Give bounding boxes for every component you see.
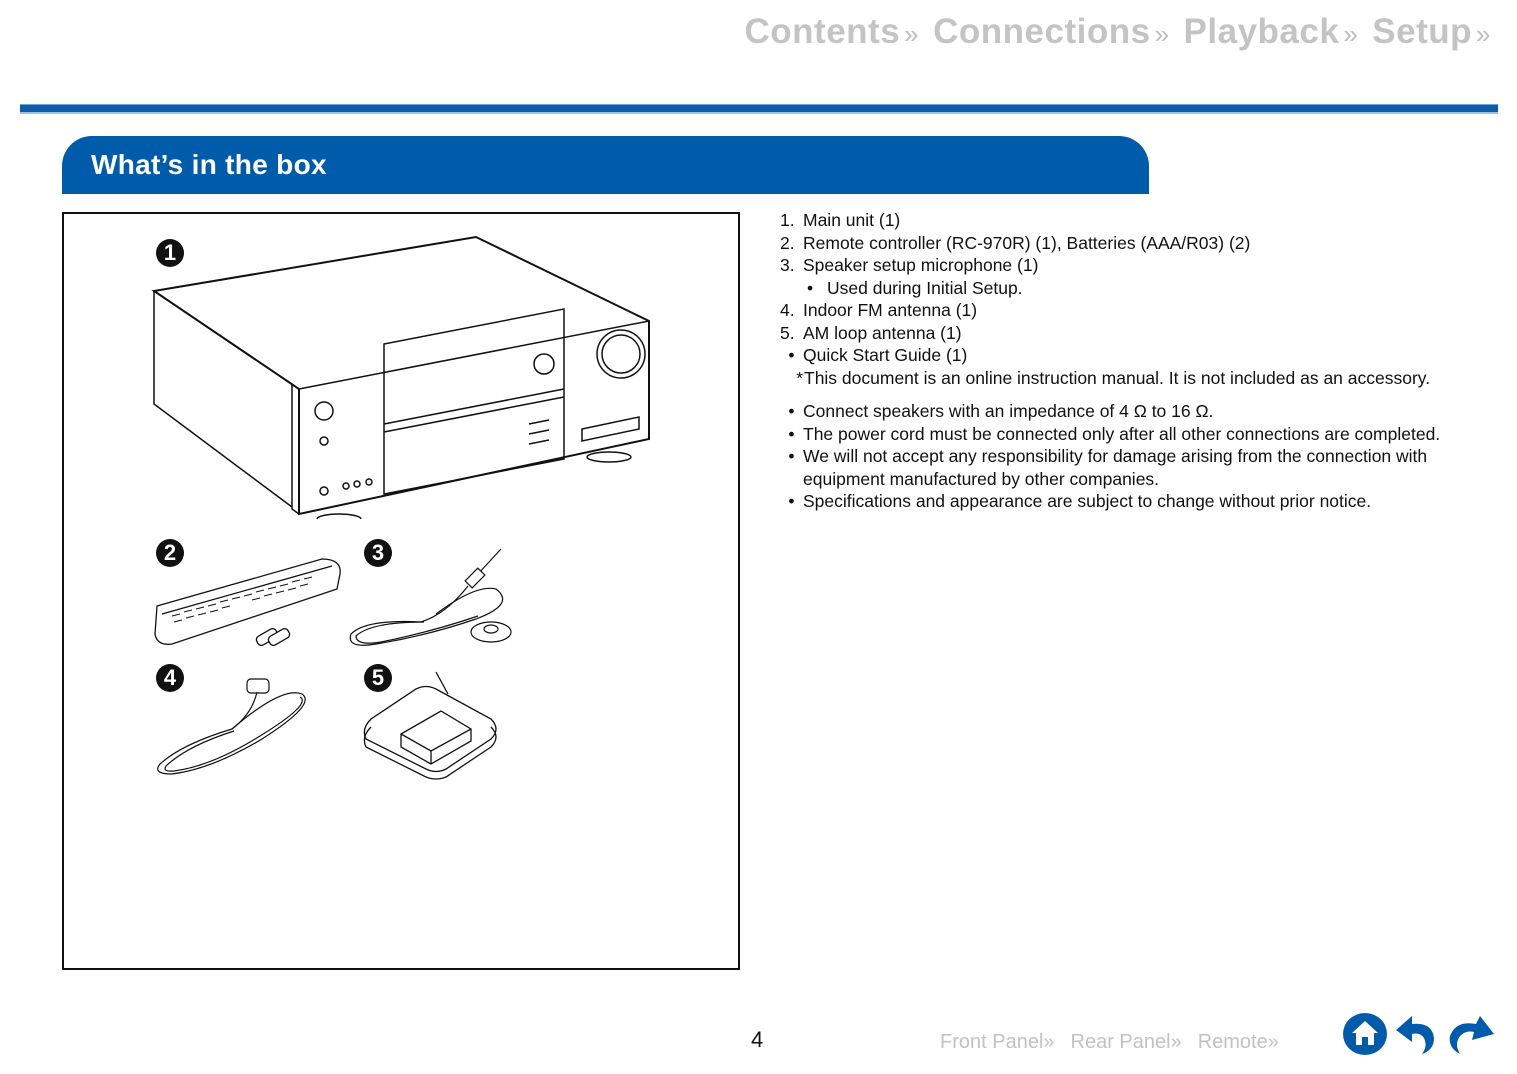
remote-controller-illustration: [154, 558, 341, 647]
am-loop-antenna-illustration: [363, 671, 497, 780]
bullet-icon: •: [788, 401, 795, 421]
header-divider: [20, 104, 1498, 114]
footnote: *This document is an online instruction …: [780, 367, 1470, 390]
bullet-icon: •: [788, 491, 795, 511]
nav-label: Remote: [1197, 1031, 1268, 1053]
badge-4: 4: [156, 664, 184, 692]
list-text: Quick Start Guide (1): [803, 345, 968, 365]
indoor-fm-antenna-illustration: [157, 678, 306, 775]
list-item: 1. Main unit (1): [780, 209, 1470, 232]
chevron-right-icon: »: [1343, 19, 1359, 49]
bullet-icon: •: [788, 446, 795, 466]
list-item: 3. Speaker setup microphone (1): [780, 254, 1470, 277]
contents-list: 1. Main unit (1) 2. Remote controller (RC-…: [780, 209, 1470, 513]
list-item: 4. Indoor FM antenna (1): [780, 299, 1470, 322]
note-text: Connect speakers with an impedance of 4 …: [803, 401, 1214, 421]
list-item: • Quick Start Guide (1): [780, 344, 1470, 367]
chevron-right-icon: »: [1170, 1031, 1182, 1053]
list-text: Main unit (1): [803, 210, 901, 230]
back-icon[interactable]: [1394, 1012, 1440, 1056]
list-marker: 5.: [780, 322, 795, 343]
top-navigation: Contents» Connections» Playback» Setup»: [745, 12, 1492, 52]
nav-contents[interactable]: Contents»: [745, 12, 920, 52]
bullet-icon: •: [788, 423, 795, 444]
list-text: Remote controller (RC-970R) (1), Batteri…: [803, 232, 1251, 253]
badge-1: 1: [156, 239, 184, 267]
nav-label: Contents: [744, 12, 901, 51]
note-item: • We will not accept any responsibility f…: [780, 445, 1470, 490]
speaker-setup-microphone-illustration: [349, 548, 512, 646]
chevron-right-icon: »: [904, 19, 920, 49]
badge-2: 2: [156, 539, 184, 567]
box-contents-figure: 1 2 3 4 5: [62, 212, 740, 970]
list-text: Used during Initial Setup.: [827, 277, 1023, 298]
footer-icons: [1342, 1012, 1496, 1056]
nav-setup[interactable]: Setup»: [1372, 12, 1491, 52]
asterisk-marker: *: [796, 367, 803, 388]
footer-navigation: Front Panel» Rear Panel» Remote»: [940, 1031, 1279, 1054]
nav-label: Playback: [1183, 12, 1340, 51]
page-number: 4: [751, 1027, 764, 1052]
list-subitem: • Used during Initial Setup.: [780, 277, 1470, 300]
badge-3: 3: [364, 539, 392, 567]
note-text: The power cord must be connected only af…: [803, 423, 1441, 444]
section-title: What’s in the box: [91, 149, 327, 180]
list-marker: 3.: [780, 255, 795, 275]
home-icon[interactable]: [1342, 1012, 1388, 1056]
note-text: We will not accept any responsibility fo…: [803, 446, 1428, 489]
nav-label: Setup: [1372, 12, 1473, 51]
list-marker: 2.: [780, 232, 795, 253]
note-text: Specifications and appearance are subjec…: [803, 491, 1372, 511]
list-text: Indoor FM antenna (1): [803, 300, 978, 320]
list-item: 5. AM loop antenna (1): [780, 322, 1470, 345]
main-unit-illustration: [151, 235, 650, 519]
nav-label: Rear Panel: [1070, 1031, 1171, 1053]
chevron-right-icon: »: [1267, 1031, 1279, 1053]
list-text: This document is an online instruction m…: [804, 367, 1431, 388]
nav-rear-panel[interactable]: Rear Panel»: [1071, 1031, 1182, 1054]
chevron-right-icon: »: [1043, 1031, 1055, 1053]
nav-label: Connections: [933, 12, 1151, 51]
nav-remote[interactable]: Remote»: [1198, 1031, 1279, 1054]
section-header: What’s in the box: [62, 136, 1149, 194]
bullet-icon: •: [788, 345, 795, 365]
list-text: Speaker setup microphone (1): [803, 255, 1039, 275]
note-item: • The power cord must be connected only a…: [780, 423, 1470, 446]
chevron-right-icon: »: [1476, 19, 1491, 49]
list-text: AM loop antenna (1): [803, 322, 962, 343]
note-item: • Connect speakers with an impedance of 4…: [780, 400, 1470, 423]
list-marker: 1.: [780, 210, 795, 230]
nav-connections[interactable]: Connections»: [933, 12, 1169, 52]
forward-icon[interactable]: [1446, 1012, 1496, 1056]
nav-label: Front Panel: [940, 1031, 1044, 1053]
nav-playback[interactable]: Playback»: [1184, 12, 1359, 52]
badge-5: 5: [364, 664, 392, 692]
bullet-icon: •: [807, 277, 814, 298]
chevron-right-icon: »: [1154, 19, 1170, 49]
nav-front-panel[interactable]: Front Panel»: [940, 1031, 1055, 1054]
note-item: • Specifications and appearance are subje…: [780, 490, 1470, 513]
list-item: 2. Remote controller (RC-970R) (1), Batte…: [780, 232, 1470, 255]
list-marker: 4.: [780, 300, 795, 320]
